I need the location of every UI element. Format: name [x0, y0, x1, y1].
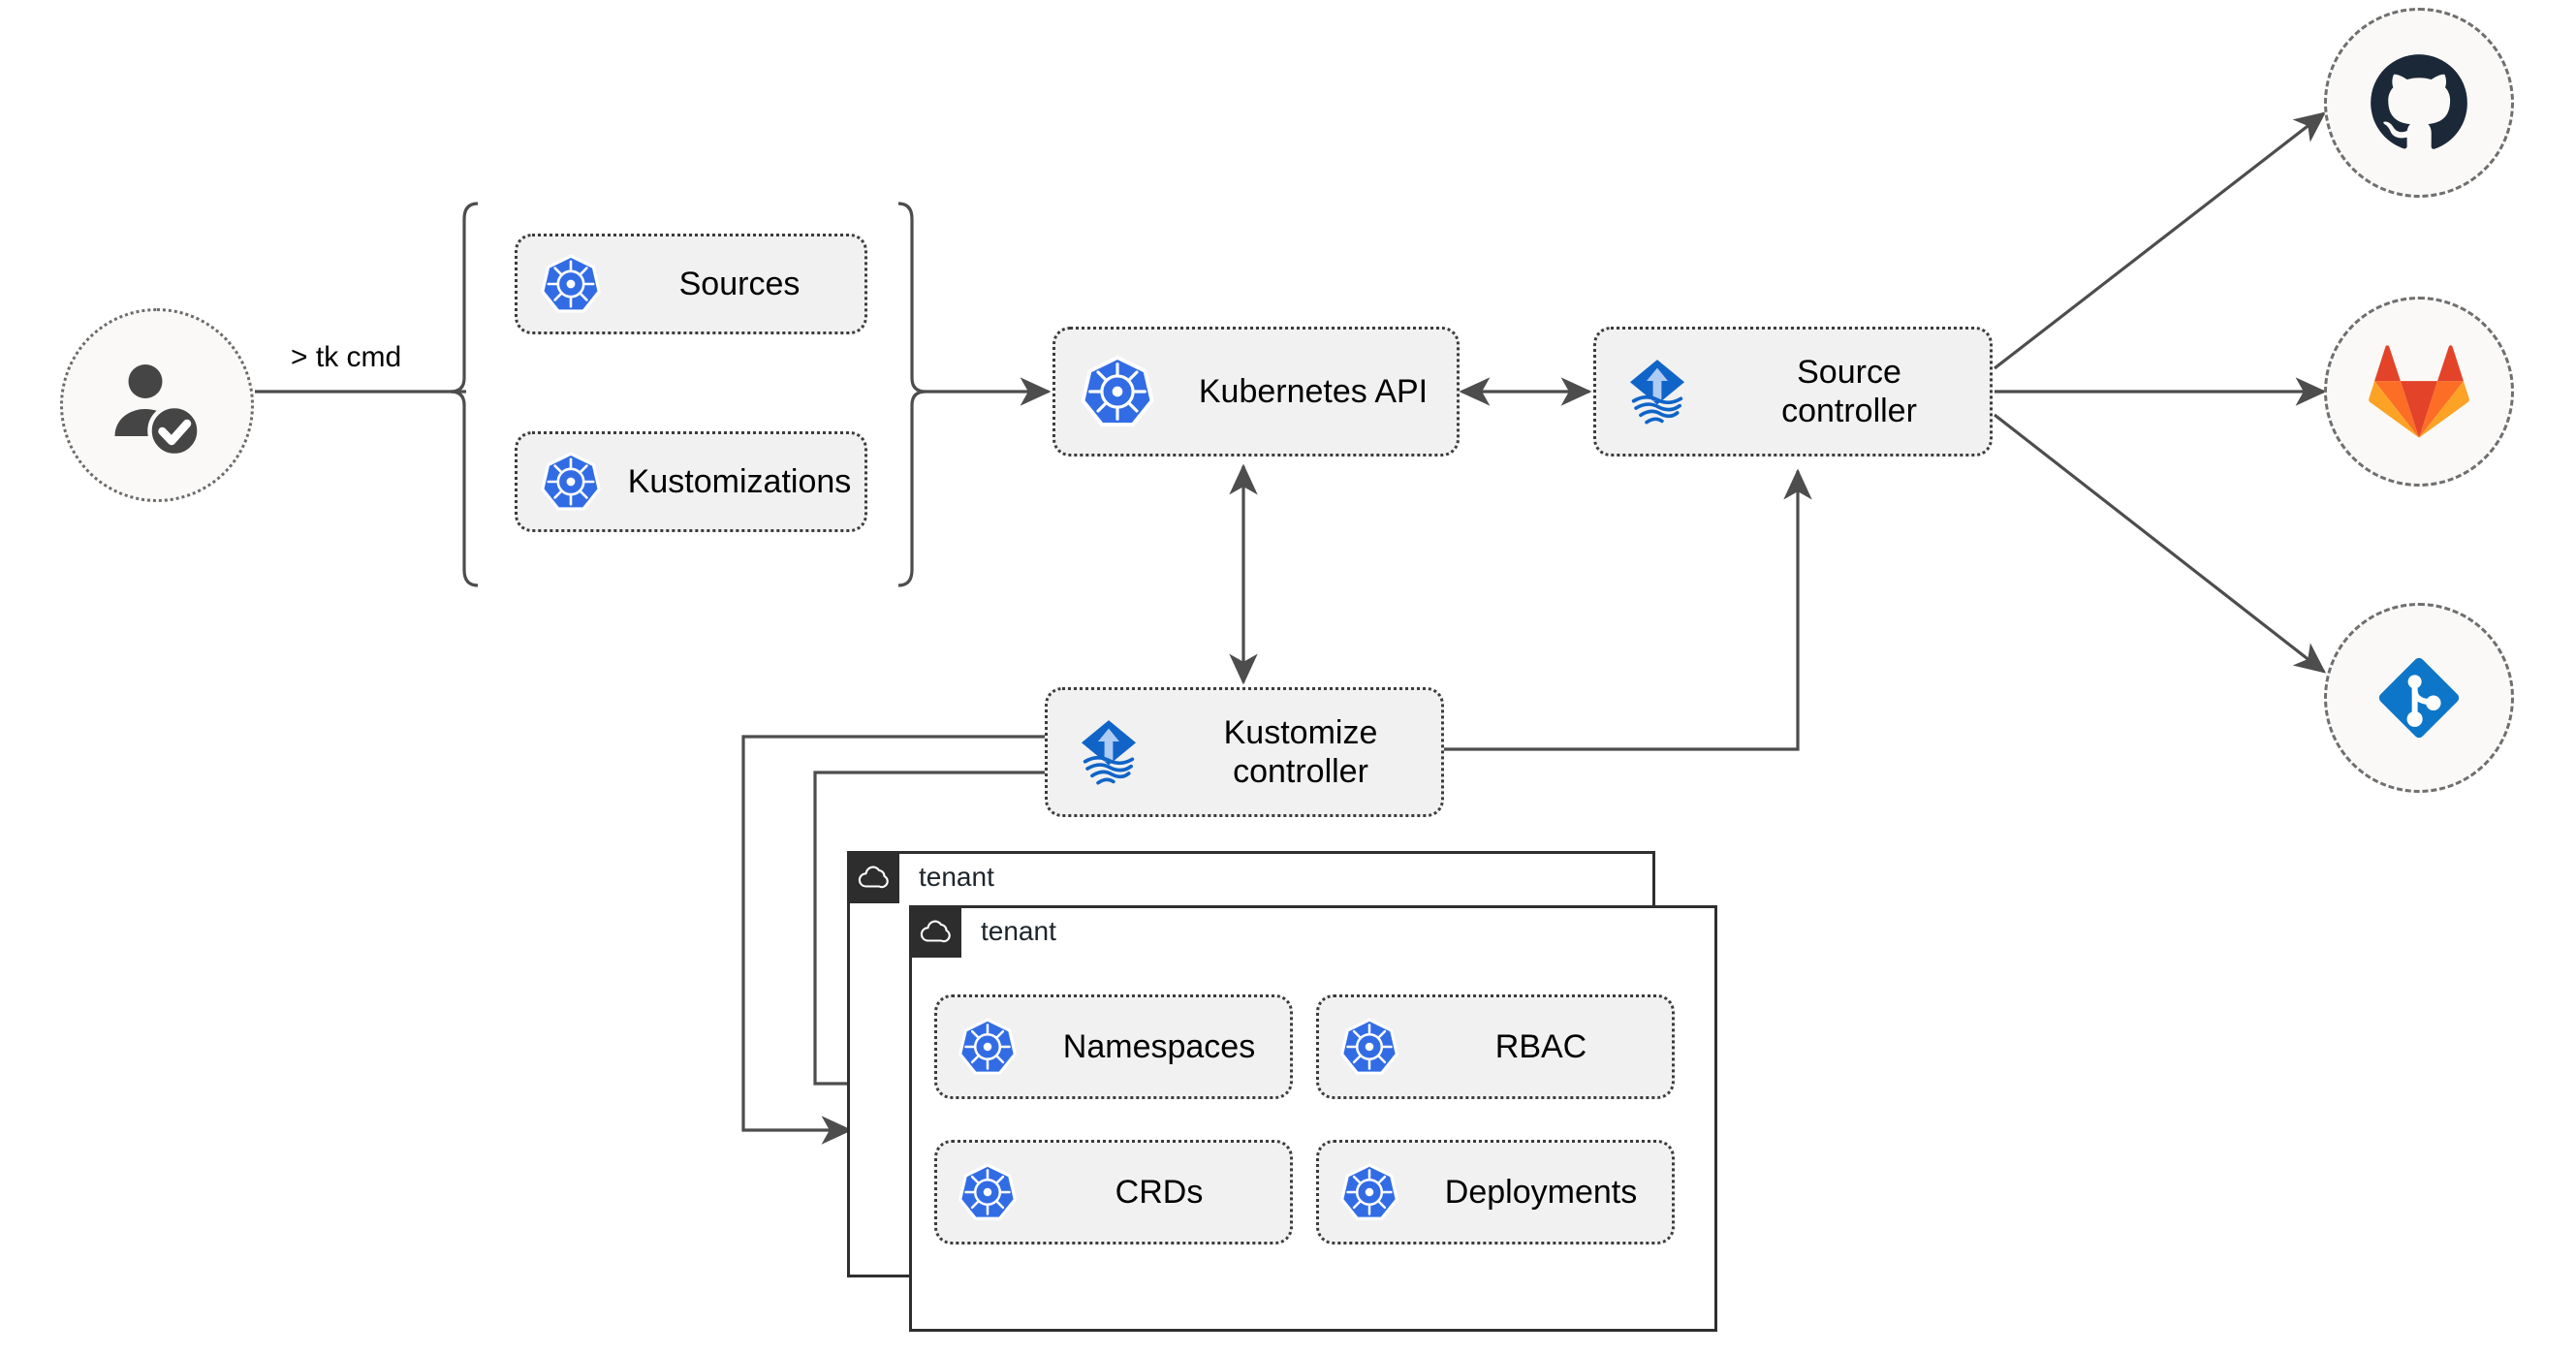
- cluster-tenant-2-title: tenant: [981, 916, 1056, 946]
- node-sources-label: Sources: [678, 265, 801, 302]
- node-resource-deployments-label: Deployments: [1444, 1173, 1638, 1211]
- node-resource-deployments[interactable]: Deployments: [1316, 1140, 1675, 1245]
- cloud-icon: [909, 905, 961, 958]
- node-resource-rbac-label: RBAC: [1494, 1027, 1587, 1065]
- edge-source-to-github: [1994, 111, 2327, 370]
- github-icon: [2371, 54, 2467, 149]
- node-resource-namespaces[interactable]: Namespaces: [934, 994, 1293, 1099]
- node-sources[interactable]: Sources: [515, 234, 867, 334]
- brace-left: [450, 202, 479, 587]
- node-resource-crds[interactable]: CRDs: [934, 1140, 1293, 1245]
- user-avatar: [60, 308, 254, 502]
- kubernetes-icon: [1319, 1017, 1420, 1077]
- node-kubernetes-api-label: Kubernetes API: [1198, 372, 1429, 410]
- gitlab-icon: [2369, 345, 2469, 438]
- cloud-icon: [847, 851, 899, 903]
- git-icon: [2378, 657, 2460, 739]
- cluster-tenant-1-header: tenant: [847, 851, 994, 903]
- cluster-tenant-1-title: tenant: [919, 862, 994, 892]
- edge-kustomize-to-source: [1443, 468, 1812, 751]
- node-source-controller[interactable]: Source controller: [1593, 327, 1993, 457]
- node-kustomize-controller[interactable]: Kustomize controller: [1045, 687, 1444, 817]
- node-resource-rbac[interactable]: RBAC: [1316, 994, 1675, 1099]
- flux-icon: [1596, 354, 1718, 429]
- node-source-controller-label: Source controller: [1781, 353, 1917, 429]
- node-kustomizations[interactable]: Kustomizations: [515, 431, 867, 532]
- node-repo-github[interactable]: [2324, 8, 2514, 198]
- user-verified-icon: [114, 364, 202, 458]
- kubernetes-icon: [518, 451, 624, 513]
- cluster-tenant-2-header: tenant: [909, 905, 1056, 958]
- edge-source-to-git: [1994, 413, 2327, 674]
- kubernetes-icon: [937, 1017, 1038, 1077]
- kubernetes-icon: [1319, 1162, 1420, 1222]
- node-kustomizations-label: Kustomizations: [627, 462, 852, 500]
- command-label: > tk cmd: [291, 341, 402, 373]
- node-repo-git[interactable]: [2324, 603, 2514, 793]
- kubernetes-icon: [937, 1162, 1038, 1222]
- node-resource-namespaces-label: Namespaces: [1062, 1027, 1256, 1065]
- brace-right: [897, 202, 927, 587]
- node-resource-crds-label: CRDs: [1115, 1173, 1204, 1211]
- node-kustomize-controller-label: Kustomize controller: [1223, 713, 1378, 790]
- kubernetes-icon: [1055, 354, 1179, 429]
- cluster-tenant-2[interactable]: [909, 905, 1717, 1332]
- node-repo-gitlab[interactable]: [2324, 297, 2514, 487]
- flux-icon: [1048, 714, 1170, 790]
- node-kubernetes-api[interactable]: Kubernetes API: [1052, 327, 1460, 457]
- kubernetes-icon: [518, 253, 624, 315]
